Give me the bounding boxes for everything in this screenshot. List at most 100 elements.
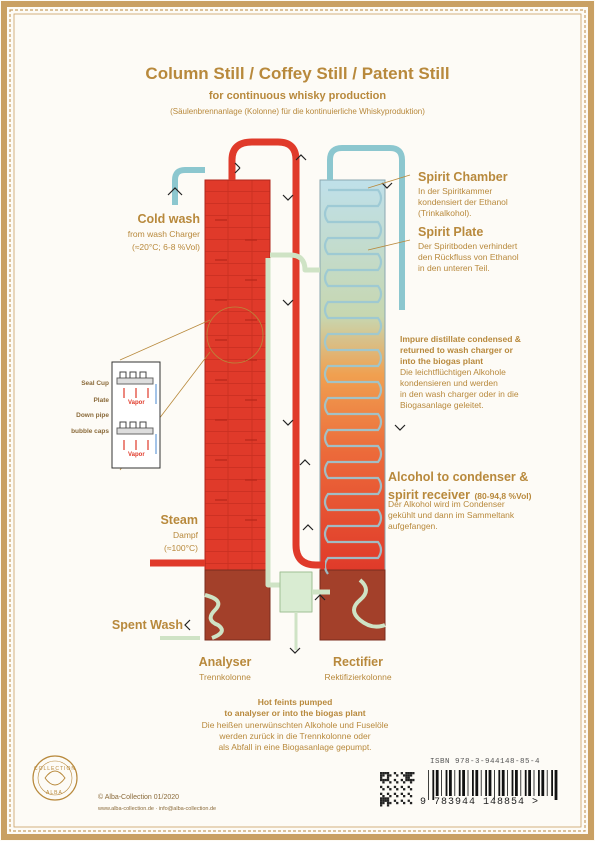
barcode-bar [507,770,508,796]
qr-module [405,772,408,775]
spirit-chamber-title: Spirit Chamber [418,170,508,184]
qr-module [380,774,383,777]
alcohol-line3: aufgefangen. [388,521,438,531]
barcode-bar [520,770,522,796]
detail-inset [111,361,161,469]
qr-module [409,795,413,798]
spirit-plate-title: Spirit Plate [418,225,484,239]
qr-module [403,795,406,798]
barcode-bar [541,770,545,796]
qr-module [382,797,385,800]
spirit-plate-line2: den Rückfluss von Ethanol [418,252,519,262]
website: www.alba-collection.de · info@alba-colle… [98,806,217,812]
spirit-plate-line3: in den unteren Teil. [418,263,490,273]
barcode-bar [449,770,452,796]
qr-module [409,801,413,805]
barcode-bar [528,770,531,796]
qr-module [382,801,385,805]
qr-module [380,792,383,795]
barcode-bar [454,770,456,796]
alba-logo [32,755,78,801]
qr-module [407,778,410,782]
impure-line1: Impure distillate condensed & [400,334,521,344]
barcode-bar [498,770,501,796]
qr-module [405,774,408,777]
barcode-bar [428,770,429,800]
qr-module [407,799,410,802]
qr-module [405,778,408,782]
barcode-bar [524,770,527,796]
feints-line4: werden zurück in die Trennkolonne oder [219,731,371,741]
barcode-bar [538,770,540,796]
qr-module [407,772,410,775]
qr-module [407,774,410,777]
barcode-bar [515,770,518,796]
feints-line3: Die heißen unerwünschten Alkohole und Fu… [201,720,389,730]
cold-wash-title: Cold wash [137,212,200,226]
barcode-bar [441,770,442,796]
impure-line7: Biogasanlage geleitet. [400,400,484,410]
qr-module [384,772,387,775]
page-title: Column Still / Coffey Still / Patent Sti… [145,64,450,83]
barcode-bar [551,770,553,796]
spent-wash-title: Spent Wash [111,618,183,632]
qr-module [400,792,403,795]
spirit-pipe [172,145,405,310]
impure-line2: returned to wash charger or [400,345,513,355]
qr-module [400,778,403,782]
qr-module [396,788,399,791]
qr-module [384,799,387,802]
qr-module [382,788,385,791]
qr-module [393,778,397,782]
qr-module [386,804,390,807]
qr-module [380,778,383,782]
qr-module [409,788,413,791]
qr-module [400,799,403,802]
qr-module [393,785,397,789]
impure-line3: into the biogas plant [400,356,484,366]
isbn: ISBN 978-3-944148-85-4 [430,758,541,766]
qr-module [389,801,392,805]
detail-plate: Plate [93,397,109,404]
qr-module [380,785,383,789]
qr-module [382,778,385,782]
qr-module [409,774,413,777]
barcode-bar [467,770,469,796]
qr-module [382,781,385,784]
qr-module [393,792,397,795]
barcode-bar [485,770,487,796]
qr-module [389,788,392,791]
qr-module [396,774,399,777]
qr-module [393,799,397,802]
detail-seal-cup: Seal Cup [81,380,109,387]
detail-vapor-1: Vapor [128,400,145,406]
qr-module [386,774,390,777]
spirit-chamber-line2: kondensiert der Ethanol [418,197,508,207]
alcohol-title1: Alcohol to condenser & [388,470,529,484]
detail-vapor-2: Vapor [128,452,145,458]
qr-module [386,776,390,779]
barcode-bar [458,770,461,796]
barcode-bar [511,770,514,796]
flow-arrows [167,154,406,654]
barcode-bar [432,770,435,800]
qr-module [393,772,397,775]
cold-wash-line2: (≈20°C; 6-8 %Vol) [131,242,200,252]
qr-module [409,778,413,782]
feints-pipe [265,252,386,650]
barcode-bar [480,770,482,796]
feints-line1: Hot feints pumped [257,697,333,707]
barcode-bar [488,770,492,796]
analyser-sub: Trennkolonne [199,672,251,682]
qr-module [384,797,387,800]
qr-module [403,788,406,791]
rectifier-title: Rectifier [332,655,384,669]
qr-module [386,778,390,782]
qr-module [409,781,413,784]
analyser-title: Analyser [198,655,252,669]
qr-module [380,801,383,805]
qr-module [380,804,383,807]
qr-module [386,785,390,789]
steam-title: Steam [160,513,198,527]
qr-module [412,778,415,782]
